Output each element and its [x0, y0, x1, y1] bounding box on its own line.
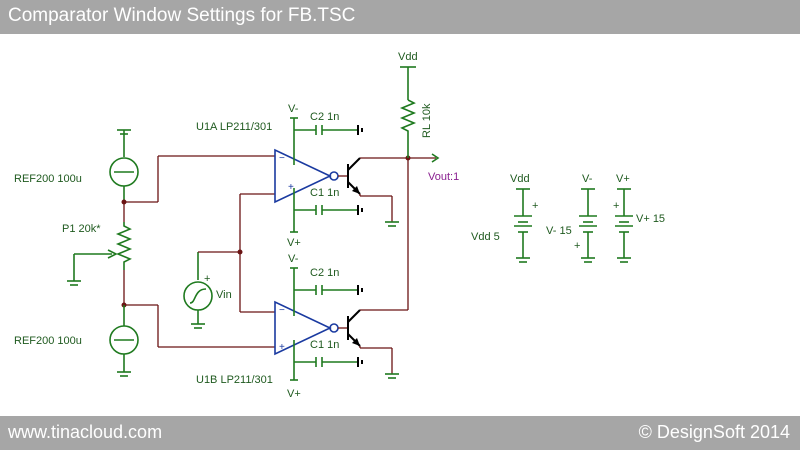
u1a-label: U1A LP211/301 [196, 121, 272, 133]
c2-bottom-label: C2 1n [310, 267, 339, 279]
footer-copyright: © DesignSoft 2014 [638, 422, 790, 442]
footer-website: www.tinacloud.com [8, 422, 163, 442]
vdd-top-label: Vdd [398, 51, 418, 63]
svg-text:+: + [613, 200, 619, 212]
potentiometer-p1 [73, 222, 133, 270]
vin-label: Vin [216, 289, 232, 301]
supply-vminus-net: V- [582, 173, 593, 185]
resistor-rl [399, 66, 417, 158]
c1-top-label: C1 1n [310, 187, 339, 199]
ref200-bottom-label: REF200 100u [14, 335, 82, 347]
vin-source: + [183, 252, 213, 329]
supply-vminus-value: V- 15 [546, 225, 572, 237]
c2-top-label: C2 1n [310, 111, 339, 123]
svg-text:+: + [532, 200, 538, 212]
footer-bar: www.tinacloud.com © DesignSoft 2014 [0, 416, 800, 450]
svg-text:+: + [204, 273, 210, 285]
ground-symbol [67, 270, 81, 286]
current-source-ref200-top [109, 141, 139, 200]
u1b-label: U1B LP211/301 [196, 374, 273, 386]
supply-vplus-value: V+ 15 [636, 213, 665, 225]
svg-text:−: − [279, 305, 285, 316]
supply-vdd-value: Vdd 5 [471, 231, 500, 243]
vminus-bot-label: V- [288, 253, 299, 265]
svg-text:+: + [279, 342, 285, 353]
vplus-top-label: V+ [287, 237, 301, 249]
schematic: REF200 100u P1 20k* REF200 100u [14, 51, 665, 400]
c1-bottom-label: C1 1n [310, 339, 339, 351]
battery-vminus: + [574, 188, 597, 263]
p1-label: P1 20k* [62, 223, 101, 235]
transistor-top [338, 125, 363, 215]
ground-symbol [117, 129, 131, 141]
page-title: Comparator Window Settings for FB.TSC [8, 5, 356, 26]
supply-vdd-net: Vdd [510, 173, 530, 185]
ground-symbol [117, 368, 131, 377]
output-pin [431, 153, 440, 163]
battery-vdd: + [514, 188, 538, 263]
svg-text:−: − [279, 153, 285, 164]
ground-symbol [385, 221, 399, 227]
ref200-top-label: REF200 100u [14, 173, 82, 185]
svg-text:+: + [288, 182, 294, 193]
svg-text:+: + [574, 240, 580, 252]
ground-symbol [385, 373, 399, 379]
vminus-top-label: V- [288, 103, 299, 115]
vout-label: Vout:1 [428, 171, 459, 183]
battery-vplus: + [613, 188, 633, 263]
supply-vplus-net: V+ [616, 173, 630, 185]
rl-label: RL 10k [421, 103, 433, 138]
vplus-bottom-label: V+ [287, 388, 301, 400]
current-source-ref200-bottom [109, 305, 139, 368]
transistor-bottom [338, 285, 363, 367]
title-bar: Comparator Window Settings for FB.TSC [0, 0, 800, 34]
